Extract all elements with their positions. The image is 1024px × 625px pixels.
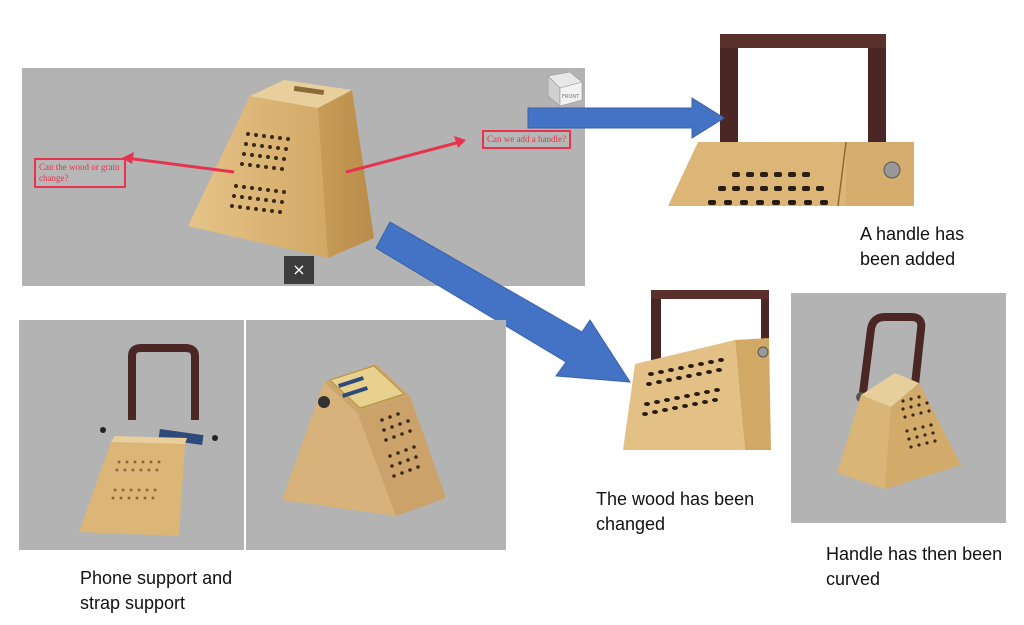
curved-handle-panel [791,293,1006,523]
caption-phone-support: Phone support and strap support [80,568,233,613]
caption-wood-changed: The wood has been changed [596,489,755,534]
annotation-wood-grain: Can the wood or grain change? [34,158,126,188]
phone-support-panel-right [246,320,506,550]
main-render-panel: FRONT Can the wood or grain change? Can … [22,68,585,286]
view-cube-label: FRONT [562,94,580,100]
view-cube-icon: FRONT [547,71,583,107]
close-button[interactable]: × [284,256,314,284]
speaker-box-main: FRONT [122,71,583,258]
handle-added-image [668,34,914,207]
annotation-add-handle: Can we add a handle? [482,130,571,149]
close-icon: × [292,260,306,279]
caption-handle-added: A handle has been added [860,224,965,269]
caption-handle-curved: Handle has then been curved [826,544,1003,589]
wood-changed-image [623,290,771,450]
phone-support-panel-left [19,320,244,550]
blue-arrow-diagonal [375,221,631,383]
blue-arrow-right [527,97,725,139]
